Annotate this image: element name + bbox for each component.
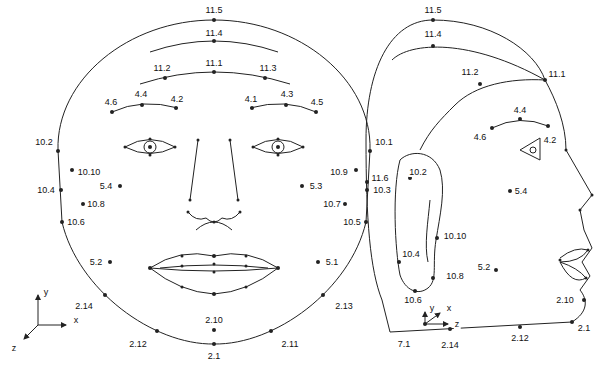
callout-number: 11.4 xyxy=(205,28,224,38)
callout-number: 11.3 xyxy=(259,63,278,73)
callout-number: 10.9 xyxy=(329,167,349,177)
callout-number: 2.12 xyxy=(128,339,148,349)
callout-number: 10.4 xyxy=(401,249,421,259)
callout-number: 2.13 xyxy=(334,301,354,311)
callout-number: 2.14 xyxy=(440,340,460,350)
callout-number: 11.1 xyxy=(205,58,224,68)
callout-number: 10.5 xyxy=(342,217,362,227)
callout-number: 5.2 xyxy=(89,257,104,267)
callout-number: 10.6 xyxy=(403,295,423,305)
callout-number: 4.4 xyxy=(513,105,528,115)
callout-number: 7.1 xyxy=(397,339,412,349)
callout-number: 10.7 xyxy=(322,199,342,209)
callout-number: 11.1 xyxy=(548,69,567,79)
callout-number: 4.2 xyxy=(170,94,185,104)
callout-number: 10.6 xyxy=(66,217,86,227)
callout-number: y xyxy=(429,303,436,313)
callout-number: 2.14 xyxy=(74,301,94,311)
callout-number: 4.4 xyxy=(134,89,149,99)
callout-number: 11.4 xyxy=(424,29,443,39)
callout-number: 2.10 xyxy=(204,315,224,325)
callout-number: 2.11 xyxy=(281,339,300,349)
callout-number: 4.6 xyxy=(104,97,119,107)
callout-number: 11.6 xyxy=(371,173,390,183)
callout-number: 10.8 xyxy=(445,271,465,281)
callout-number: x xyxy=(446,303,453,313)
callout-number: 10.8 xyxy=(86,199,106,209)
callout-number: 10.3 xyxy=(372,185,392,195)
callout-number: 10.2 xyxy=(408,167,428,177)
callout-number: 4.2 xyxy=(543,135,558,145)
callout-number: 11.2 xyxy=(461,67,480,77)
callout-number: 11.2 xyxy=(153,63,172,73)
callout-number: 5.1 xyxy=(325,257,340,267)
callout-number: 4.1 xyxy=(244,94,259,104)
callout-number: 10.10 xyxy=(77,167,102,177)
callout-number: 10.10 xyxy=(443,231,468,241)
callout-number: 11.5 xyxy=(205,5,224,15)
callout-number: 2.12 xyxy=(510,333,530,343)
callout-number: 5.4 xyxy=(99,181,114,191)
callout-number: 5.2 xyxy=(477,262,492,272)
callout-number: 10.2 xyxy=(34,137,54,147)
callout-number: 2.10 xyxy=(555,295,575,305)
callout-number: 11.5 xyxy=(424,5,443,15)
callout-number: 5.3 xyxy=(309,181,324,191)
callout-number: 4.3 xyxy=(280,89,295,99)
callout-number: z xyxy=(454,319,461,329)
callout-number: y xyxy=(43,287,50,297)
callout-number: z xyxy=(11,343,18,353)
callout-number: 4.6 xyxy=(473,132,488,142)
callout-number: 4.5 xyxy=(310,97,325,107)
callout-number: 5.4 xyxy=(514,186,529,196)
callout-number: 2.1 xyxy=(577,323,592,333)
callout-number: x xyxy=(73,315,80,325)
callout-number: 10.1 xyxy=(374,137,394,147)
callout-number: 2.1 xyxy=(207,351,222,361)
callout-number: 10.4 xyxy=(36,185,56,195)
